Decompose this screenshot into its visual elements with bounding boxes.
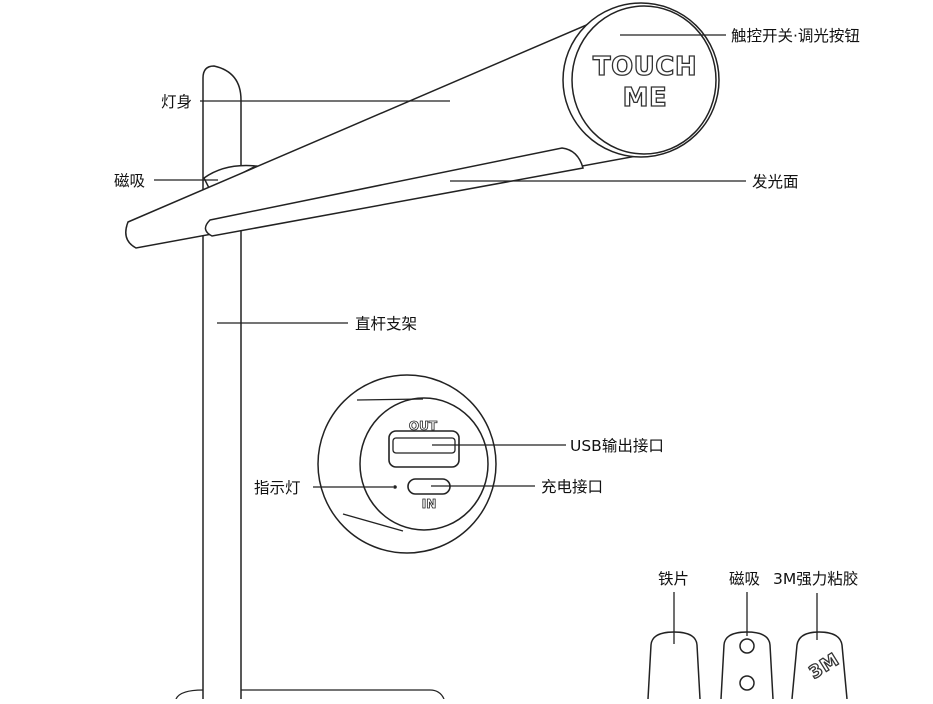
leader-lines-ports [313, 444, 566, 488]
accessories: 3M [647, 592, 848, 700]
label-magnet-top: 磁吸 [114, 172, 145, 190]
touch-button: TOUCH ME [562, 2, 720, 158]
label-usb-port: USB输出接口 [570, 437, 664, 455]
leader-lines-top [154, 34, 746, 324]
label-charge-port: 充电接口 [541, 478, 603, 496]
lamp-body [125, 3, 643, 249]
label-touch-switch: 触控开关·调光按钮 [731, 27, 860, 45]
indicator-dot [393, 485, 397, 489]
label-indicator: 指示灯 [254, 479, 301, 497]
label-lamp-body: 灯身 [161, 93, 192, 111]
magnet-hole-2 [739, 675, 755, 691]
label-adhesive: 3M强力粘胶 [773, 570, 858, 588]
adhesive-shape [791, 631, 848, 700]
out-label: OUT [409, 419, 438, 433]
in-label: IN [422, 497, 437, 511]
touch-label-line2: ME [623, 83, 668, 113]
touch-label-line1: TOUCH [593, 52, 697, 82]
magnet-hole-1 [739, 638, 755, 654]
label-magnet-bottom: 磁吸 [729, 570, 760, 588]
label-light-surface: 发光面 [752, 173, 799, 191]
label-iron-sheet: 铁片 [658, 570, 689, 588]
label-pole: 直杆支架 [355, 315, 417, 333]
port-detail: OUT IN [317, 374, 497, 554]
callout-labels: 触控开关·调光按钮 灯身 磁吸 发光面 直杆支架 USB输出接口 指示灯 充电接… [114, 27, 860, 588]
